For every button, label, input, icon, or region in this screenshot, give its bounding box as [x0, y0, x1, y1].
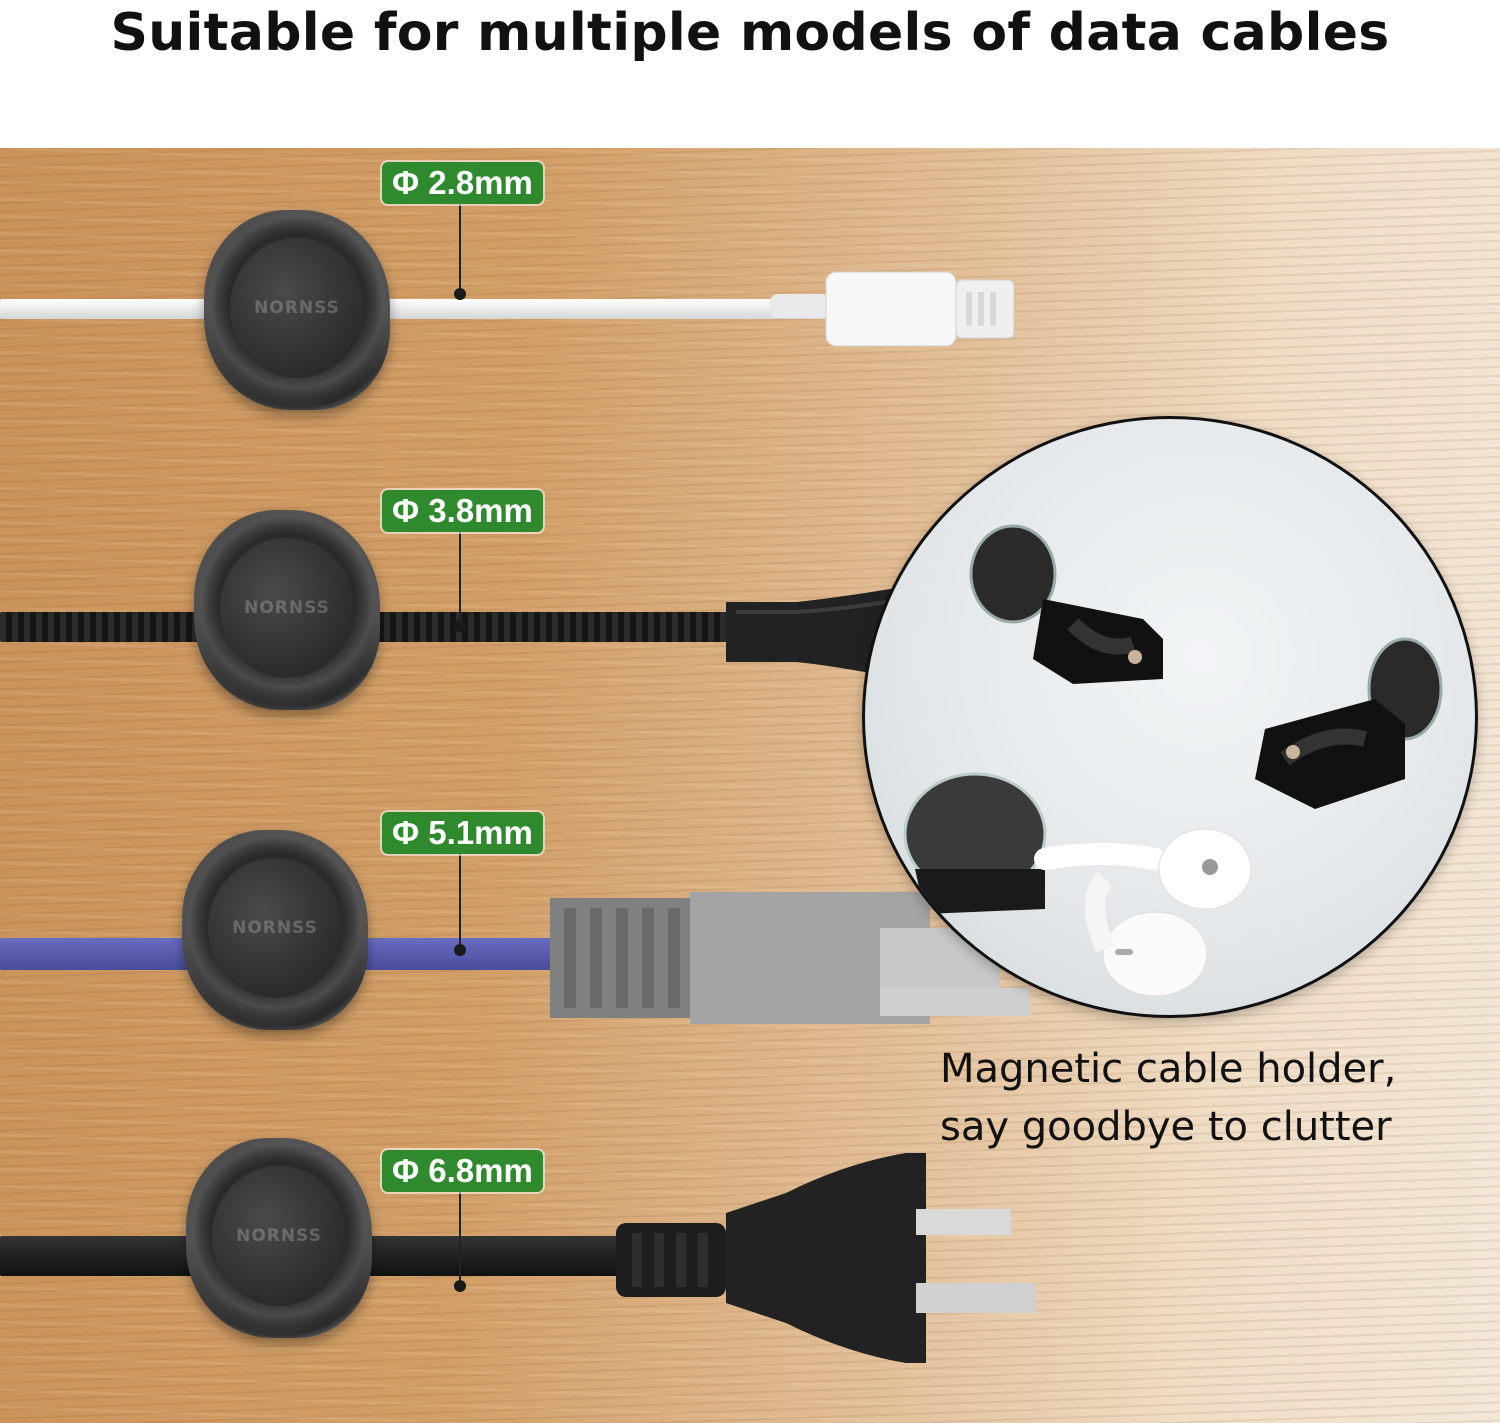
cable-clip: NORNSS — [186, 1138, 372, 1338]
diameter-leader-line — [454, 532, 466, 632]
diameter-badge: Φ 6.8mm — [382, 1150, 543, 1192]
diameter-label: Φ 2.8mm — [392, 164, 533, 201]
clip-brand-label: NORNSS — [236, 1226, 322, 1246]
usb-connector — [726, 588, 896, 678]
clip-brand-label: NORNSS — [254, 298, 340, 318]
open-holder-top — [969, 524, 1163, 684]
headline: Suitable for multiple models of data cab… — [110, 3, 1390, 63]
diameter-leader-line — [454, 204, 466, 300]
diameter-leader-line — [454, 854, 466, 956]
lightning-cable — [0, 299, 830, 319]
cable-clip: NORNSS — [194, 510, 380, 710]
power-plug-connector — [616, 1153, 1036, 1363]
clip-holders-illustration — [903, 524, 1443, 997]
diameter-label: Φ 6.8mm — [392, 1152, 533, 1189]
clip-brand-label: NORNSS — [232, 918, 318, 938]
diameter-label: Φ 3.8mm — [392, 492, 533, 529]
caption-line-1: Magnetic cable holder, — [940, 1046, 1397, 1092]
cable-clip: NORNSS — [204, 210, 390, 410]
cable-clip: NORNSS — [182, 830, 368, 1030]
inset-product-closeup — [862, 416, 1478, 1018]
diameter-badge: Φ 2.8mm — [382, 162, 543, 204]
diameter-leader-line — [454, 1192, 466, 1292]
holder-with-earbuds — [903, 772, 1252, 997]
diameter-badge: Φ 5.1mm — [382, 812, 543, 854]
open-holder-right — [1255, 637, 1443, 809]
clip-brand-label: NORNSS — [244, 598, 330, 618]
caption: Magnetic cable holder, say goodbye to cl… — [940, 1040, 1460, 1156]
diameter-badge: Φ 3.8mm — [382, 490, 543, 532]
caption-line-2: say goodbye to clutter — [940, 1104, 1392, 1150]
lightning-connector — [770, 271, 1015, 347]
diameter-label: Φ 5.1mm — [392, 814, 533, 851]
ethernet-connector — [550, 892, 1030, 1024]
